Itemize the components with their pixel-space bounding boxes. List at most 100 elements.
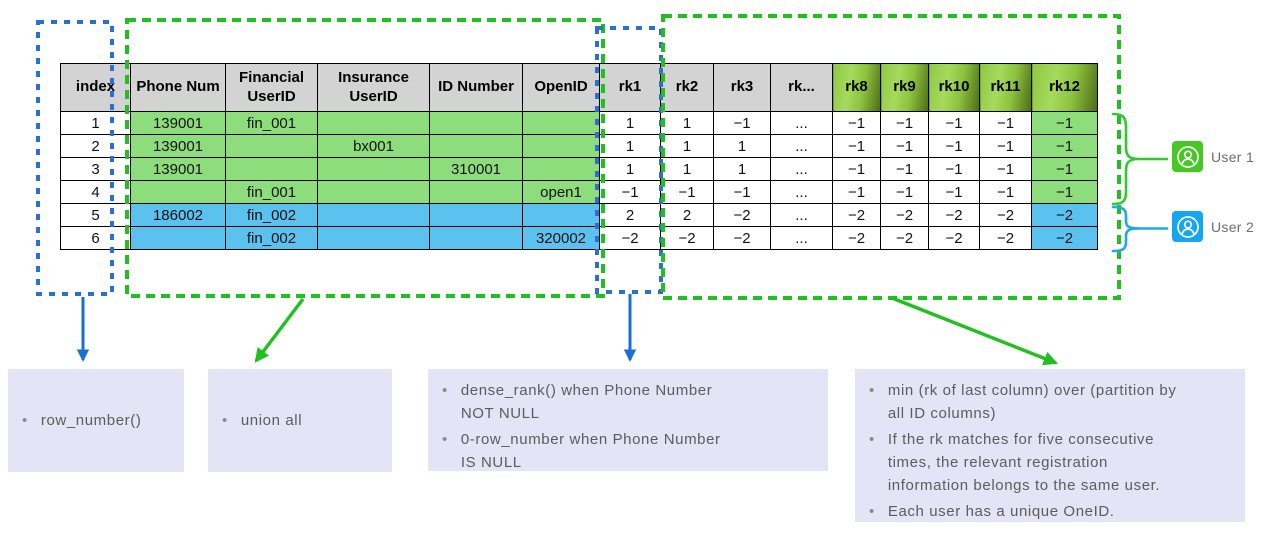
column-header: rk11 bbox=[979, 63, 1032, 112]
table-cell: −2 bbox=[979, 226, 1032, 250]
bullet-icon: • bbox=[442, 382, 448, 399]
note-text: 0-row_number when Phone Number IS NULL bbox=[460, 431, 721, 471]
table-cell: 1 bbox=[599, 134, 661, 158]
column-header: rk10 bbox=[928, 63, 980, 112]
table-cell: −2 bbox=[660, 226, 714, 250]
table-cell: 1 bbox=[660, 134, 714, 158]
table-cell: 1 bbox=[660, 157, 714, 181]
table-cell: −1 bbox=[1031, 180, 1098, 204]
table-cell: open1 bbox=[522, 180, 600, 204]
column-header: Insurance UserID bbox=[317, 63, 430, 112]
table-cell: ... bbox=[770, 203, 833, 227]
table-cell: fin_002 bbox=[225, 203, 318, 227]
note-text: min (rk of last column) over (partition … bbox=[887, 382, 1177, 422]
column-header: rk8 bbox=[832, 63, 881, 112]
bullet-icon: • bbox=[222, 412, 228, 429]
table-cell: 3 bbox=[60, 157, 131, 181]
table-cell: −1 bbox=[880, 180, 929, 204]
note-bullet: •If the rk matches for five consecutive … bbox=[869, 428, 1231, 497]
table-cell: −1 bbox=[928, 157, 980, 181]
table-cell: −2 bbox=[713, 226, 771, 250]
table-cell bbox=[522, 134, 600, 158]
user2-avatar bbox=[1172, 211, 1203, 242]
table-cell: −2 bbox=[1031, 203, 1098, 227]
table-cell: −1 bbox=[1031, 157, 1098, 181]
note-bullet: •union all bbox=[222, 409, 378, 432]
table-cell: 139001 bbox=[130, 111, 226, 135]
table-cell bbox=[429, 134, 523, 158]
column-header: ID Number bbox=[429, 63, 523, 112]
table-cell: −2 bbox=[713, 203, 771, 227]
table-cell: ... bbox=[770, 157, 833, 181]
column-header: Financial UserID bbox=[225, 63, 318, 112]
table-cell: ... bbox=[770, 111, 833, 135]
table-cell: −2 bbox=[832, 226, 881, 250]
table-cell bbox=[317, 157, 430, 181]
user2-tag: User 2 bbox=[1172, 211, 1254, 242]
note-text: dense_rank() when Phone Number NOT NULL bbox=[460, 382, 713, 422]
user1-label: User 1 bbox=[1211, 148, 1255, 165]
note-list: •union all bbox=[208, 369, 392, 472]
table-cell bbox=[429, 111, 523, 135]
table-cell: −1 bbox=[979, 134, 1032, 158]
table-cell bbox=[429, 203, 523, 227]
column-header: rk... bbox=[770, 63, 833, 112]
table-cell: −1 bbox=[1031, 111, 1098, 135]
table-cell: −1 bbox=[880, 111, 929, 135]
table-cell bbox=[317, 111, 430, 135]
table-cell: 2 bbox=[60, 134, 131, 158]
table-cell: −2 bbox=[832, 203, 881, 227]
note-text: Each user has a unique OneID. bbox=[887, 503, 1115, 520]
table-cell: −2 bbox=[880, 203, 929, 227]
table-cell bbox=[522, 157, 600, 181]
column-header: rk1 bbox=[599, 63, 661, 112]
table-cell: −2 bbox=[928, 226, 980, 250]
table-cell: −1 bbox=[713, 111, 771, 135]
note-min-rk: • min (rk of last column) over (partition… bbox=[855, 369, 1245, 522]
bullet-icon: • bbox=[22, 412, 28, 429]
table-cell: 4 bbox=[60, 180, 131, 204]
table-cell: ... bbox=[770, 226, 833, 250]
note-list: • min (rk of last column) over (partition… bbox=[855, 369, 1245, 522]
column-header: OpenID bbox=[522, 63, 600, 112]
table-cell: 139001 bbox=[130, 134, 226, 158]
column-header: rk9 bbox=[880, 63, 929, 112]
table-cell: 320002 bbox=[522, 226, 600, 250]
column-header: Phone Num bbox=[130, 63, 226, 112]
table-cell bbox=[522, 203, 600, 227]
table-cell: −1 bbox=[928, 180, 980, 204]
note-row-number: •row_number() bbox=[8, 369, 184, 472]
table-cell: fin_001 bbox=[225, 180, 318, 204]
table-cell: bx001 bbox=[317, 134, 430, 158]
table-cell bbox=[429, 180, 523, 204]
user1-tag: User 1 bbox=[1172, 141, 1254, 172]
bullet-icon: • bbox=[869, 503, 875, 520]
table-cell: 1 bbox=[599, 157, 661, 181]
brace-user1 bbox=[1111, 112, 1140, 206]
note-bullet: •0-row_number when Phone Number IS NULL bbox=[442, 428, 814, 474]
arrow-min-rk bbox=[891, 296, 1058, 366]
note-union-all: •union all bbox=[208, 369, 392, 472]
table-cell: −1 bbox=[979, 111, 1032, 135]
table-cell: −1 bbox=[979, 180, 1032, 204]
arrow-union-all bbox=[254, 297, 305, 363]
table-cell: −1 bbox=[880, 134, 929, 158]
table-cell: 139001 bbox=[130, 157, 226, 181]
table-cell: fin_002 bbox=[225, 226, 318, 250]
table-cell bbox=[317, 226, 430, 250]
user2-label: User 2 bbox=[1211, 218, 1255, 235]
table-cell: −2 bbox=[928, 203, 980, 227]
table-cell: −1 bbox=[832, 180, 881, 204]
user1-avatar bbox=[1172, 141, 1203, 172]
table-cell: −2 bbox=[880, 226, 929, 250]
table-cell bbox=[225, 157, 318, 181]
bullet-icon: • bbox=[869, 382, 875, 399]
table-cell: −1 bbox=[832, 134, 881, 158]
table-cell bbox=[130, 226, 226, 250]
